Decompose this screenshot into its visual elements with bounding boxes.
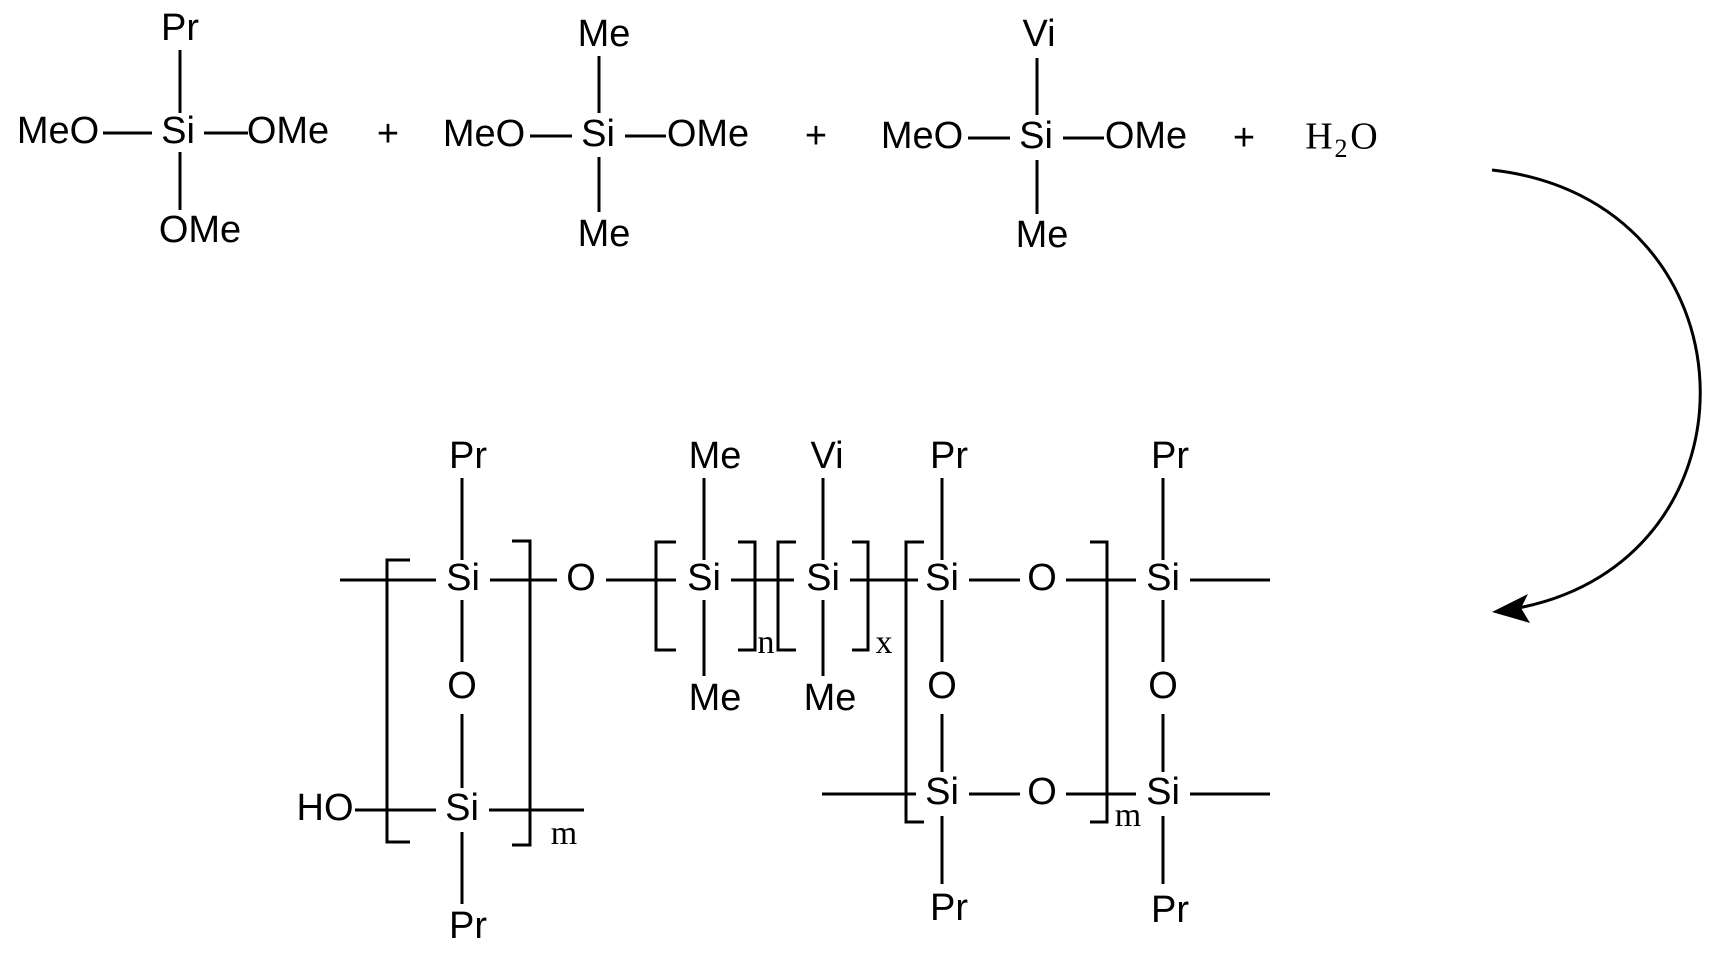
- x-bracket-close: [852, 540, 870, 652]
- curved-arrow-line: [1491, 168, 1702, 610]
- left-o-label: O: [447, 665, 477, 707]
- cage-bracket-open: [904, 540, 924, 824]
- plus-sign-3: +: [1233, 117, 1255, 159]
- n-top-label: Me: [689, 435, 742, 477]
- left-pr-bottom-label: Pr: [449, 905, 487, 947]
- left-bracket-open: [385, 558, 410, 844]
- reactant-3: Vi MeO Si OMe Me: [881, 13, 1187, 256]
- r1-center-label: Si: [161, 110, 195, 152]
- bridge-o-label: O: [566, 557, 596, 599]
- reactant-2: Me MeO Si OMe Me: [443, 13, 749, 255]
- cage-si-tr-label: Si: [1146, 557, 1180, 599]
- cage-o-right-label: O: [1148, 665, 1178, 707]
- x-bracket-open: [776, 540, 796, 652]
- cage-pr-br-label: Pr: [1151, 889, 1189, 931]
- n-si-label: Si: [687, 557, 721, 599]
- r1-top-label: Pr: [161, 7, 199, 49]
- x-si-label: Si: [806, 557, 840, 599]
- n-index: n: [758, 624, 775, 661]
- r3-right-label: OMe: [1105, 115, 1187, 157]
- r2-center-label: Si: [581, 113, 615, 155]
- r3-top-label: Vi: [1022, 13, 1055, 55]
- cage-si-tl-label: Si: [925, 557, 959, 599]
- water-o-label: O: [1350, 116, 1377, 158]
- r1-right-label: OMe: [247, 110, 329, 152]
- cage-pr-tl-label: Pr: [930, 435, 968, 477]
- x-bottom-label: Me: [804, 677, 857, 719]
- left-si-top-label: Si: [446, 557, 480, 599]
- water-molecule: H 2 O: [1305, 116, 1377, 163]
- cage-o-top-label: O: [1027, 557, 1057, 599]
- n-bracket-open: [654, 540, 676, 652]
- product-cage-unit: Pr Si O Pr Si O O Si O Si Pr Pr: [822, 435, 1270, 931]
- n-bottom-label: Me: [689, 677, 742, 719]
- r3-left-label: MeO: [881, 115, 963, 157]
- r3-center-label: Si: [1019, 115, 1053, 157]
- product-n-unit: Me Si Me n: [654, 435, 794, 719]
- r1-left-label: MeO: [17, 110, 99, 152]
- r2-bottom-label: Me: [578, 213, 631, 255]
- r1-bottom-label: OMe: [159, 209, 241, 251]
- x-top-label: Vi: [810, 435, 843, 477]
- reaction-arrow: [1491, 168, 1702, 623]
- left-index-m: m: [551, 815, 577, 852]
- left-si-bottom-label: Si: [445, 787, 479, 829]
- water-h-label: H: [1305, 116, 1332, 158]
- cage-bracket-close: [1090, 540, 1109, 824]
- x-index: x: [876, 624, 893, 661]
- cage-pr-tr-label: Pr: [1151, 435, 1189, 477]
- plus-sign-2: +: [805, 115, 827, 157]
- product-left-unit: Pr Si O HO Si Pr m: [297, 435, 584, 947]
- cage-index-m: m: [1115, 797, 1141, 834]
- cage-o-bottom-label: O: [1027, 771, 1057, 813]
- r2-right-label: OMe: [667, 113, 749, 155]
- reactant-1: Pr MeO Si OMe OMe: [17, 7, 329, 251]
- plus-sign-1: +: [377, 113, 399, 155]
- product-x-unit: Vi Si Me x: [776, 435, 918, 719]
- r2-top-label: Me: [578, 13, 631, 55]
- r3-bottom-label: Me: [1016, 214, 1069, 256]
- left-ho-label: HO: [297, 787, 354, 829]
- water-subscript-2: 2: [1335, 134, 1348, 163]
- cage-si-br-label: Si: [1146, 771, 1180, 813]
- cage-o-left-label: O: [927, 665, 957, 707]
- r2-left-label: MeO: [443, 113, 525, 155]
- left-bracket-close: [512, 539, 532, 847]
- n-bracket-close: [738, 540, 757, 652]
- cage-si-bl-label: Si: [925, 771, 959, 813]
- cage-pr-bl-label: Pr: [930, 887, 968, 929]
- left-pr-top-label: Pr: [449, 435, 487, 477]
- arrow-head-icon: [1492, 594, 1530, 623]
